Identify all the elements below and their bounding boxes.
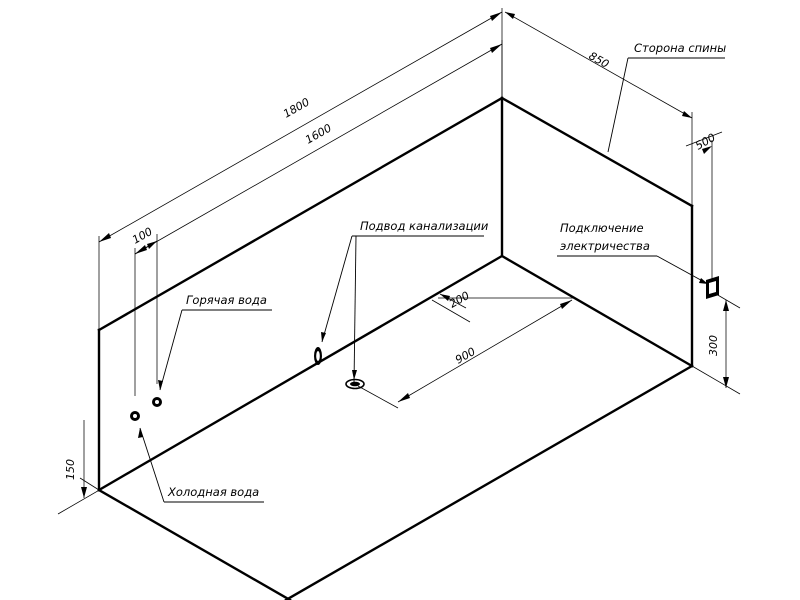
floor-front-left-edge (97, 488, 292, 600)
dimension-1800: 1800 (98, 8, 503, 330)
label-drain-supply: Подвод канализации (360, 219, 489, 233)
dimension-300-label: 300 (707, 335, 720, 356)
top-back-right-edge (500, 96, 694, 208)
leader-drain-supply (321, 235, 484, 385)
label-cold-water: Холодная вода (167, 485, 259, 499)
electrical-connection-box (706, 276, 719, 299)
leader-cold-water (138, 427, 264, 503)
bathtub-outline (97, 96, 694, 600)
dimension-900-label: 900 (453, 345, 478, 367)
top-back-left-edge (97, 96, 504, 332)
dimension-1800-label: 1800 (281, 95, 312, 120)
label-electric-line2: электричества (560, 239, 650, 253)
floor-drain (345, 378, 365, 390)
floor-front-right-edge (284, 364, 694, 600)
overflow-outlet (314, 347, 322, 365)
cold-water-connection (130, 411, 140, 421)
dimension-150-label: 150 (64, 459, 77, 480)
leader-back-side (607, 57, 725, 153)
hot-water-connection (152, 397, 162, 407)
leader-electric (557, 255, 709, 285)
leader-hot-water (158, 309, 272, 391)
dimension-850-label: 850 (587, 49, 612, 71)
label-back-side: Сторона спины (634, 41, 726, 55)
floor-back-right-edge (500, 254, 694, 368)
floor-back-left-edge (97, 254, 504, 492)
dimension-200: 200 (431, 289, 574, 323)
dimension-1600: 1600 (134, 40, 503, 396)
label-electric-line1: Подключение (560, 221, 644, 235)
dimension-150: 150 (57, 420, 135, 515)
dimension-900: 900 (357, 299, 573, 409)
dimension-300: 300 (691, 293, 741, 395)
label-hot-water: Горячая вода (186, 293, 267, 307)
dimension-200-label: 200 (447, 289, 472, 311)
